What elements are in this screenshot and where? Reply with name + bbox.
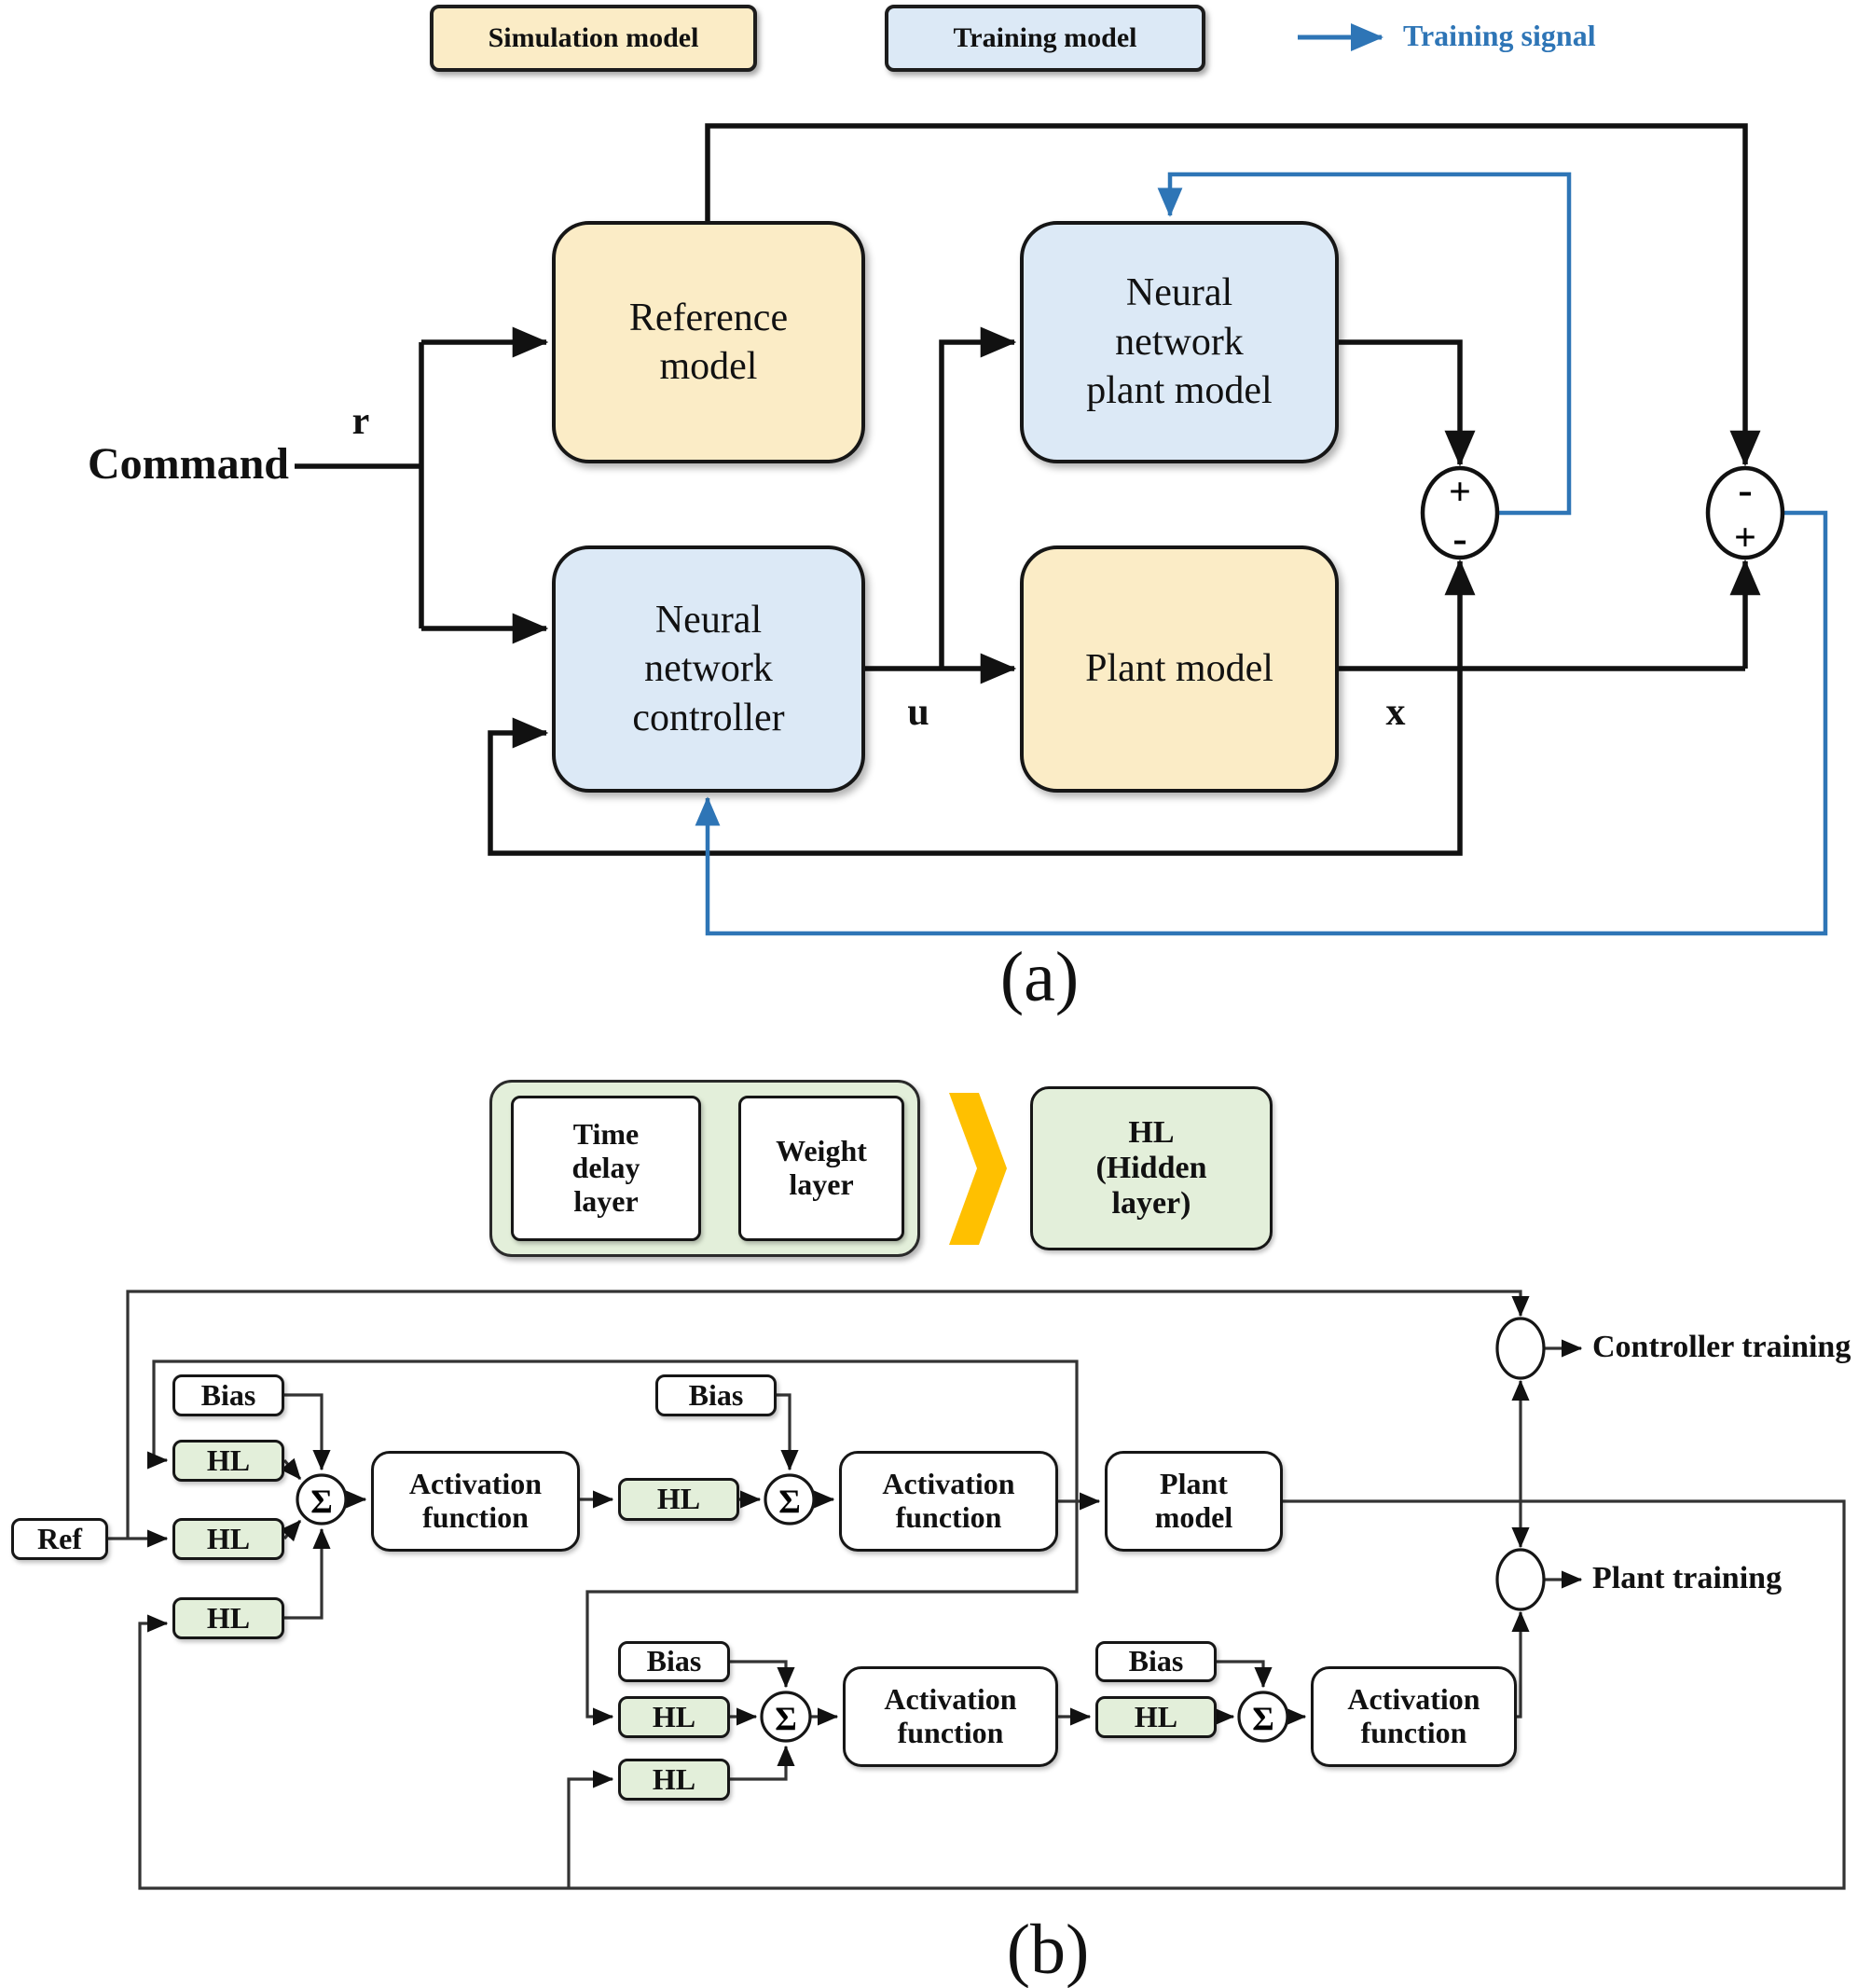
ref-label: Ref <box>37 1521 82 1555</box>
plant-model-box: Plant model <box>1020 545 1339 793</box>
bias1b-to-sum-line <box>730 1660 795 1689</box>
hl-box-6: HL <box>618 1759 730 1801</box>
sum-junction-left: + - <box>1420 465 1500 562</box>
weight-layer-label: Weight layer <box>776 1134 867 1201</box>
sum-left-minus-sign: - <box>1452 515 1466 562</box>
sigma-3: Σ <box>775 1700 797 1737</box>
hl-box-1: HL <box>172 1440 284 1482</box>
signal-u-label: u <box>907 691 929 734</box>
plant-training-junction <box>1495 1548 1546 1611</box>
training-signal-label: Training signal <box>1403 19 1596 52</box>
nn-controller-label: Neural network controller <box>632 598 785 739</box>
controller-training-signal-line <box>695 510 1828 936</box>
activation2b-to-plant-training-line <box>1511 1610 1530 1719</box>
nn-plant-model-label: Neural network plant model <box>1086 271 1273 413</box>
plant-model-label: Plant model <box>1085 647 1273 691</box>
plant-model-b-box: Plant model <box>1105 1451 1283 1552</box>
plant-output-feedback-line <box>138 1499 1846 1890</box>
hl-label: HL <box>206 1600 251 1635</box>
ref-to-controller-training-line <box>126 1290 1530 1539</box>
hl-box-7: HL <box>1095 1696 1217 1738</box>
hl-label: HL <box>652 1761 696 1796</box>
hl2-to-sum-line <box>280 1519 302 1542</box>
sigma-1: Σ <box>310 1483 333 1520</box>
reference-model-box: Reference model <box>552 221 865 463</box>
bias-label: Bias <box>1128 1644 1184 1678</box>
bias-box-1: Bias <box>172 1374 284 1416</box>
hl-box-2: HL <box>172 1518 284 1560</box>
command-label: Command <box>87 439 289 489</box>
nn-controller-box: Neural network controller <box>552 545 865 793</box>
ref-box: Ref <box>11 1518 108 1560</box>
bias2b-to-sum-line <box>1217 1660 1273 1689</box>
controller-training-label: Controller training <box>1592 1330 1851 1364</box>
legend-training-model-label: Training model <box>953 22 1137 53</box>
controller-training-junction <box>1495 1317 1546 1380</box>
bias-label: Bias <box>646 1644 702 1678</box>
hl-box-3: HL <box>172 1597 284 1639</box>
plant-training-label: Plant training <box>1592 1561 1783 1595</box>
reference-model-label: Reference model <box>628 296 789 389</box>
activation-box-3: Activation function <box>843 1666 1058 1767</box>
hl-label: HL <box>652 1699 696 1733</box>
plant-model-b-label: Plant model <box>1154 1467 1233 1534</box>
hl-label: HL <box>1134 1699 1178 1733</box>
hidden-layer-legend-label: HL (Hidden layer) <box>1095 1114 1207 1222</box>
bias-box-3: Bias <box>618 1641 730 1682</box>
activation-box-1: Activation function <box>371 1451 580 1552</box>
time-delay-layer-box: Time delay layer <box>511 1096 701 1241</box>
sum-junction-right: - + <box>1705 466 1785 560</box>
activation-label: Activation function <box>884 1682 1017 1749</box>
bias-box-4: Bias <box>1095 1641 1217 1682</box>
hl-box-5: HL <box>618 1696 730 1738</box>
nn-plant-to-sum-line <box>1339 339 1476 467</box>
diagram-b-lines <box>108 1290 1846 1890</box>
x-feedback-line <box>488 669 1463 856</box>
bias2-to-sum2-line <box>777 1393 799 1471</box>
legend-simulation-model-label: Simulation model <box>488 22 699 53</box>
hidden-layer-legend-box: HL (Hidden layer) <box>1030 1086 1273 1250</box>
legend-simulation-model-box: Simulation model <box>430 5 757 72</box>
x-to-plant-nn-hl2-line <box>567 1770 614 1888</box>
sum-right-minus-sign: - <box>1738 466 1752 514</box>
hl-box-4: HL <box>618 1478 739 1521</box>
signal-r-label: r <box>351 400 370 443</box>
activation-label: Activation function <box>408 1467 543 1534</box>
u-to-nn-plant-line <box>939 326 1017 669</box>
activation-label: Activation function <box>1347 1682 1480 1749</box>
time-delay-layer-label: Time delay layer <box>571 1117 640 1218</box>
hl-label: HL <box>206 1521 251 1555</box>
bias-label: Bias <box>688 1377 744 1412</box>
diagram-a-blue-lines <box>695 172 1828 936</box>
sigma-4: Σ <box>1252 1700 1274 1737</box>
activation-box-2: Activation function <box>839 1451 1058 1552</box>
caption-b: (b) <box>1006 1911 1090 1988</box>
caption-a: (a) <box>999 938 1080 1016</box>
hl-label: HL <box>206 1443 251 1477</box>
weight-layer-box: Weight layer <box>738 1096 904 1241</box>
hl3-to-sum-line <box>284 1527 331 1620</box>
u-feedback-to-controller-hl-line <box>146 1360 1079 1501</box>
bias-label: Bias <box>200 1377 256 1412</box>
activation-label: Activation function <box>882 1467 1015 1534</box>
maps-to-chevron-arrow <box>949 1093 1007 1245</box>
hl1-to-sum-line <box>281 1457 302 1481</box>
legend-training-model-box: Training model <box>885 5 1205 72</box>
sum-right-plus-sign: + <box>1734 517 1756 559</box>
reference-to-sum-line <box>705 123 1761 467</box>
bias1-to-sum-line <box>284 1393 331 1471</box>
plant-training-signal-line <box>1157 172 1572 516</box>
activation-box-4: Activation function <box>1311 1666 1517 1767</box>
sum-left-plus-sign: + <box>1449 471 1471 514</box>
u-to-plant-nn-hl-line <box>585 1501 1079 1726</box>
hl2b-to-sum-line <box>730 1745 795 1781</box>
sum-nodes-b: Σ Σ Σ Σ <box>296 1317 1546 1743</box>
hl-label: HL <box>656 1482 701 1516</box>
nn-plant-model-box: Neural network plant model <box>1020 221 1339 463</box>
sigma-2: Σ <box>778 1483 801 1520</box>
bias-box-2: Bias <box>655 1374 777 1416</box>
signal-x-label: x <box>1385 691 1406 734</box>
diagram-a-black-lines <box>295 123 1761 856</box>
